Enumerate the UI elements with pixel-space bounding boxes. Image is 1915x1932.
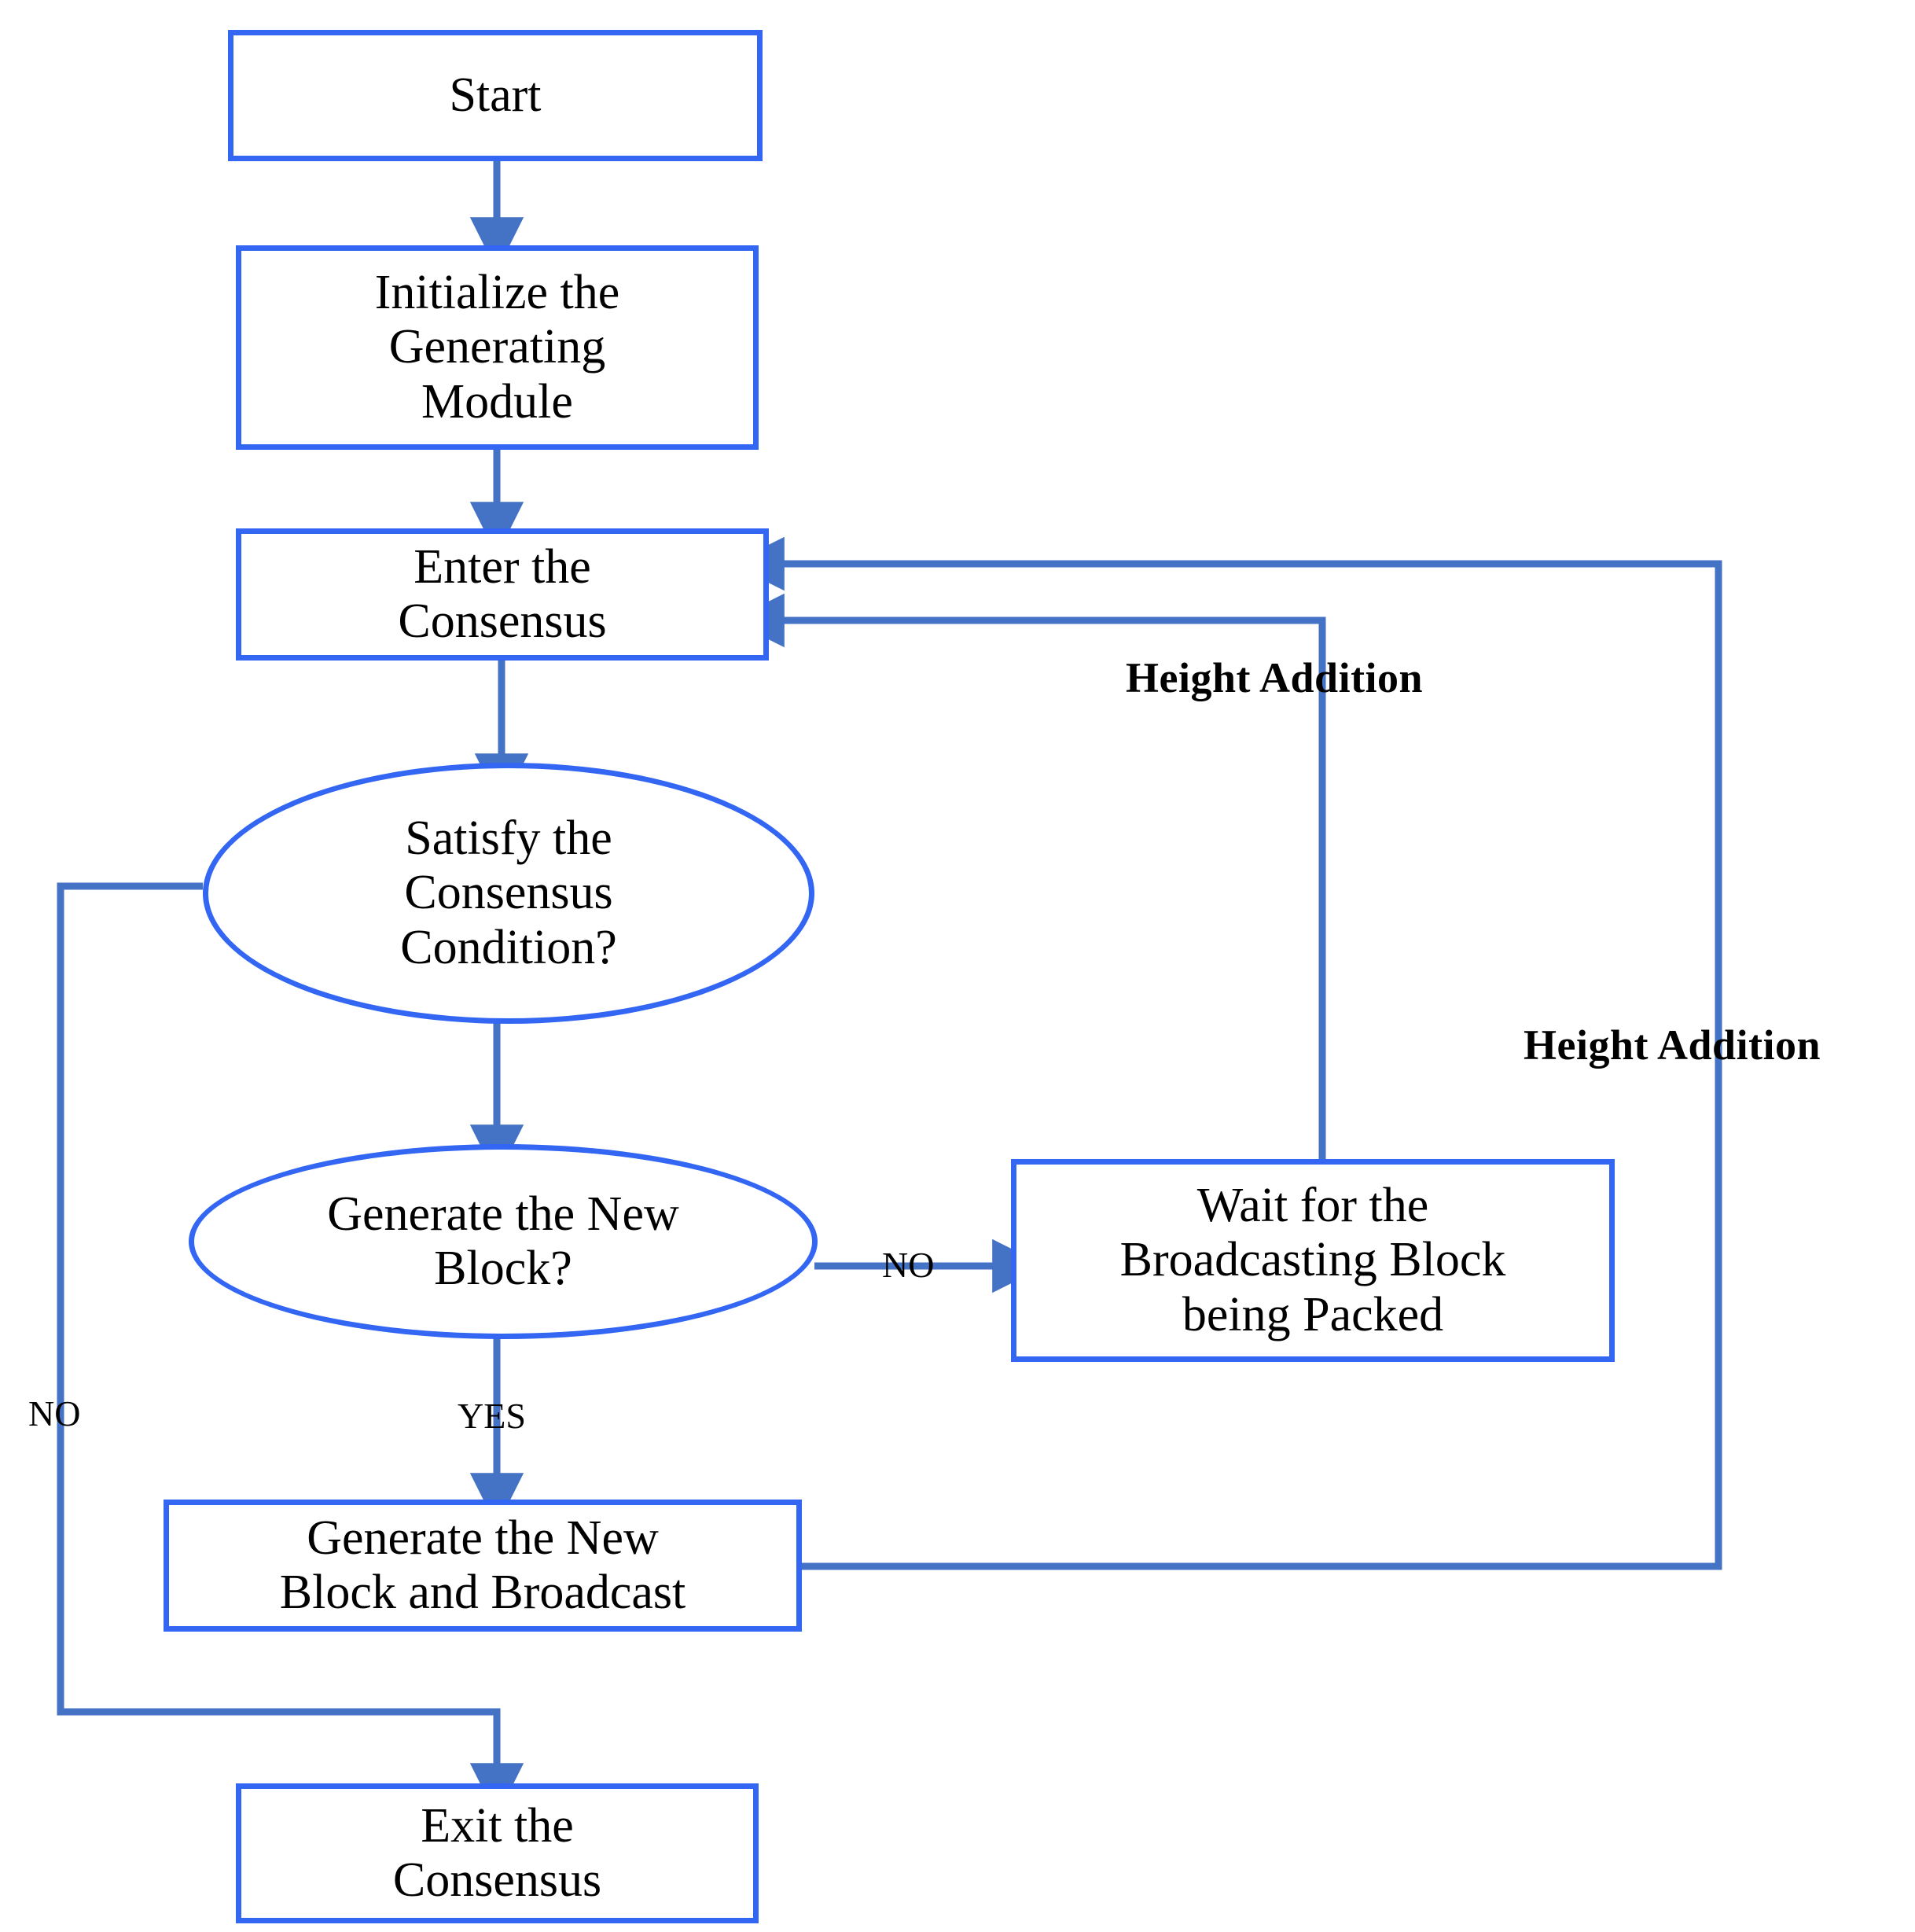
node-start[interactable]: Start [228,30,763,161]
node-generate-broadcast[interactable]: Generate the New Block and Broadcast [164,1500,802,1632]
edge-label-no-right: NO [882,1247,934,1283]
height-addition-outer-text: Height Addition [1524,1021,1821,1069]
node-exit-consensus-label: Exit the Consensus [392,1798,602,1907]
node-enter-consensus[interactable]: Enter the Consensus [236,528,769,661]
node-start-label: Start [449,68,542,122]
node-satisfy-condition-label: Satisfy the Consensus Condition? [400,811,617,974]
node-generate-new-block-label: Generate the New Block? [327,1187,679,1295]
edge-label-height-addition-inner: Height Addition [1126,657,1423,699]
edge-satisfy-condition-no-to-exit-consensus [57,882,524,1817]
node-satisfy-condition[interactable]: Satisfy the Consensus Condition? [203,763,814,1024]
no-left-text: NO [28,1393,81,1433]
yes-text: YES [458,1396,526,1436]
edge-generate-broadcast-to-enter-consensus [730,536,1722,1570]
node-generate-broadcast-label: Generate the New Block and Broadcast [279,1511,686,1619]
node-initialize[interactable]: Initialize the Generating Module [236,245,759,450]
edge-wait-to-enter-consensus [730,593,1326,1159]
edge-label-height-addition-outer: Height Addition [1524,1024,1821,1066]
height-addition-inner-text: Height Addition [1126,654,1424,701]
node-exit-consensus[interactable]: Exit the Consensus [236,1783,759,1923]
node-initialize-label: Initialize the Generating Module [374,265,620,429]
node-wait-broadcast-label: Wait for the Broadcasting Block being Pa… [1119,1178,1506,1341]
node-wait-broadcast[interactable]: Wait for the Broadcasting Block being Pa… [1011,1159,1615,1362]
node-enter-consensus-label: Enter the Consensus [398,539,607,648]
no-right-text: NO [882,1245,935,1285]
node-generate-new-block[interactable]: Generate the New Block? [189,1144,818,1339]
edge-label-no-left: NO [28,1396,80,1432]
edge-label-yes: YES [458,1398,526,1434]
